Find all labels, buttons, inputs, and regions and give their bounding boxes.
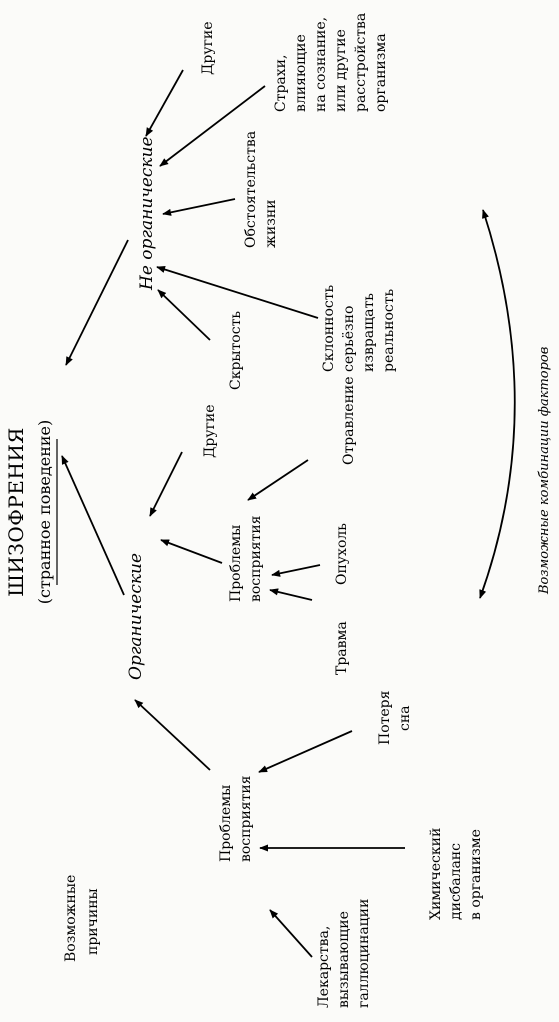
- chemical-label: Химический дисбаланс в организме: [428, 823, 484, 920]
- combination-label: Возможные комбинации факторов: [537, 347, 552, 595]
- title: ШИЗОФРЕНИЯ: [4, 427, 28, 597]
- secrecy-label: Скрытость: [228, 311, 244, 390]
- perception-bottom-label: Проблемы восприятия: [218, 775, 254, 862]
- arrow-reality-to-non-organic: [156, 266, 319, 319]
- non-organic-other: Другие: [200, 21, 216, 75]
- injury-label: Травма: [334, 621, 350, 675]
- non-organic-label: Не органические: [137, 136, 157, 291]
- fears-line-5: расстройства: [353, 13, 369, 112]
- fears-label: Страхи, влияющие на сознание, или другие…: [273, 8, 389, 112]
- reality-line-2: серьёзно: [341, 306, 357, 372]
- title-group: ШИЗОФРЕНИЯ (странное поведение): [4, 420, 58, 604]
- arrow-perception-top-to-organic: [160, 539, 223, 564]
- tumor-label: Опухоль: [334, 523, 350, 585]
- arrow-drugs-to-perception-bottom: [269, 909, 313, 958]
- reality-line-4: реальность: [381, 289, 397, 372]
- perception-bottom-line-1: Проблемы: [218, 785, 234, 862]
- causes-label: Возможные причины: [63, 870, 101, 962]
- fears-line-6: организма: [373, 33, 389, 112]
- arrow-sleep-to-perception-bottom: [258, 730, 353, 773]
- subtitle: (странное поведение): [35, 420, 54, 604]
- causes-line-1: Возможные: [63, 875, 79, 962]
- reality-line-1: Склонность: [321, 285, 337, 372]
- circumstances-label: Обстоятельства жизни: [243, 126, 279, 248]
- poisoning-label: Отравление: [341, 376, 357, 465]
- drugs-line-1: Лекарства,: [316, 926, 332, 1008]
- arrow-organic-to-title: [61, 455, 125, 596]
- chemical-line-1: Химический: [428, 828, 444, 920]
- arrow-perception-bottom-to-organic: [134, 699, 211, 771]
- perception-top-label: Проблемы восприятия: [228, 515, 264, 602]
- organic-other: Другие: [202, 404, 218, 458]
- arrow-non-organic-to-title: [65, 239, 129, 366]
- causes-line-2: причины: [85, 888, 101, 955]
- arrow-other-to-non-organic: [145, 69, 184, 137]
- drugs-label: Лекарства, вызывающие галлюцинации: [316, 899, 372, 1008]
- arrow-poisoning-to-perception-top: [247, 459, 309, 501]
- arrow-secrecy-to-non-organic: [157, 289, 211, 341]
- combination-double-arrow: [479, 209, 516, 599]
- arrow-circumstances-to-non-organic: [162, 198, 236, 216]
- fears-line-3: на сознание,: [313, 17, 329, 112]
- arrows: [61, 69, 516, 958]
- perception-bottom-line-2: восприятия: [238, 775, 254, 862]
- perception-top-line-1: Проблемы: [228, 525, 244, 602]
- fears-line-1: Страхи,: [273, 55, 289, 112]
- sleep-loss-line-1: Потеря: [377, 690, 393, 745]
- organic-label: Органические: [126, 553, 146, 680]
- drugs-line-2: вызывающие: [336, 911, 352, 1008]
- drugs-line-3: галлюцинации: [356, 899, 372, 1008]
- arrow-injury-to-perception-top: [269, 588, 313, 601]
- circumstances-line-1: Обстоятельства: [243, 131, 259, 248]
- sleep-loss-label: Потеря сна: [377, 686, 413, 745]
- sleep-loss-line-2: сна: [397, 705, 413, 731]
- chemical-line-2: дисбаланс: [448, 843, 464, 920]
- perception-top-line-2: восприятия: [248, 515, 264, 602]
- fears-line-2: влияющие: [293, 34, 309, 112]
- arrow-fears-to-non-organic: [159, 85, 266, 167]
- arrow-other-to-organic: [149, 451, 183, 517]
- reality-label: Склонность серьёзно извращать реальность: [321, 280, 397, 372]
- chemical-line-3: в организме: [468, 829, 484, 920]
- reality-line-3: извращать: [361, 293, 377, 372]
- arrow-tumor-to-perception-top: [271, 564, 321, 577]
- circumstances-line-2: жизни: [263, 199, 279, 248]
- fears-line-4: или другие: [333, 29, 349, 112]
